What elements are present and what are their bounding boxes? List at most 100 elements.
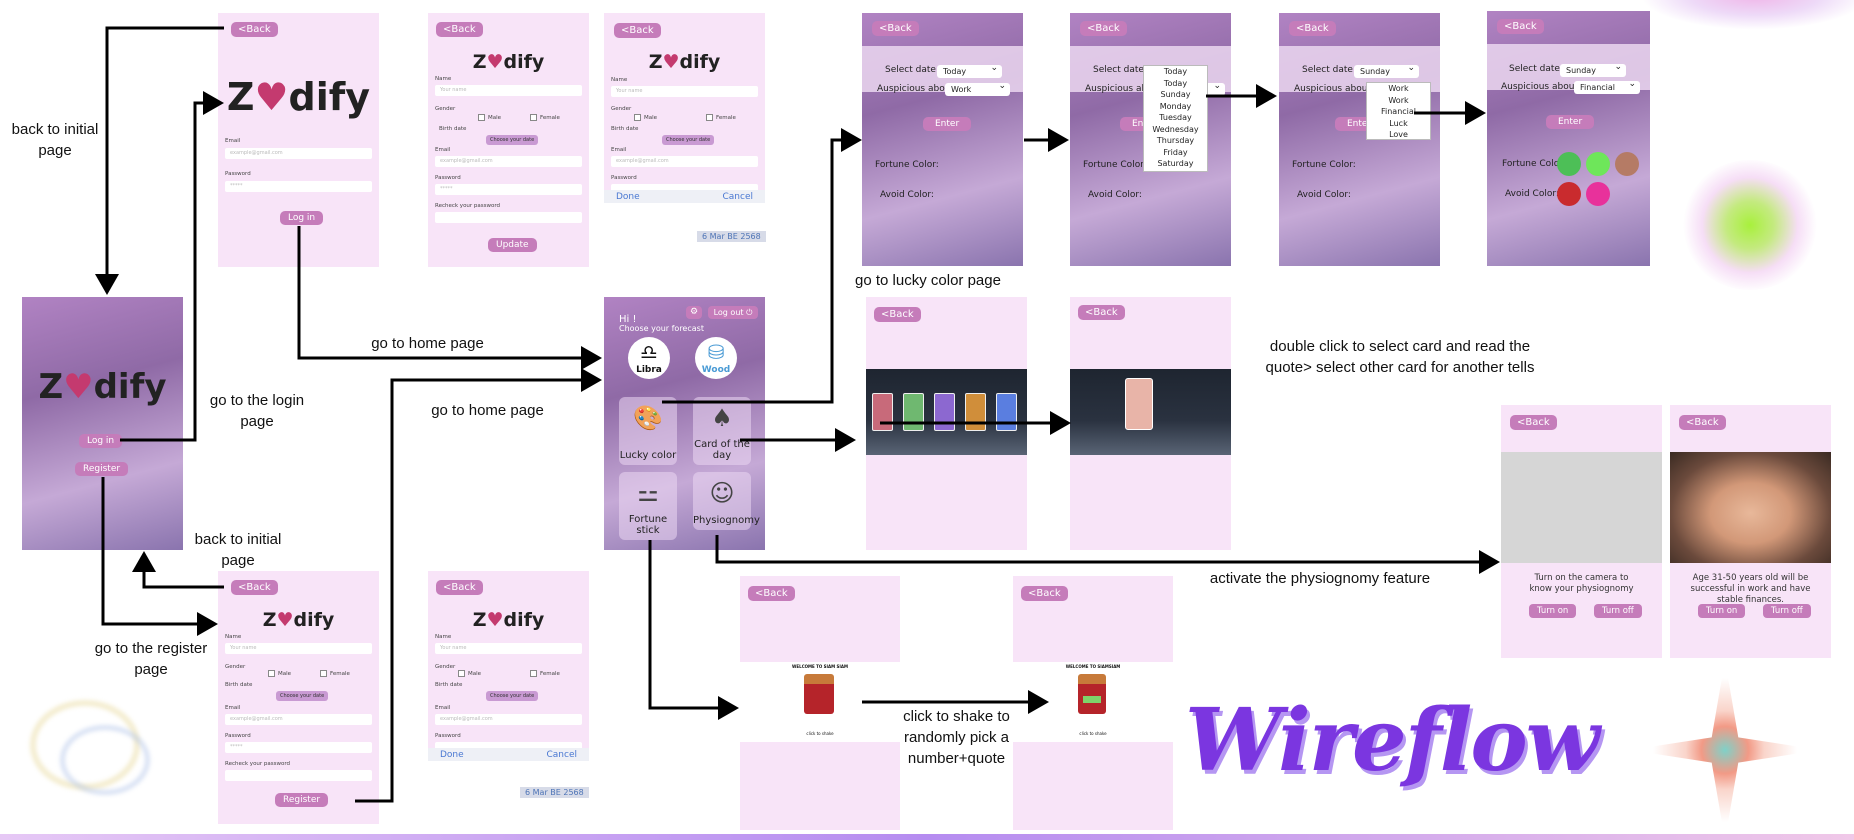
- dropdown-option[interactable]: Tuesday: [1159, 113, 1192, 122]
- enter-button[interactable]: Enter: [923, 117, 972, 131]
- topic-select[interactable]: Financial: [1574, 78, 1640, 94]
- update-button[interactable]: Update: [488, 238, 537, 252]
- select-date-label: Select date: [1302, 65, 1353, 75]
- male-checkbox[interactable]: Male: [478, 114, 501, 121]
- back-button[interactable]: <Back: [748, 586, 795, 601]
- day-dropdown[interactable]: Today Today Sunday Monday Tuesday Wednes…: [1143, 65, 1208, 172]
- name-field[interactable]: Your name: [435, 85, 582, 96]
- tarot-card[interactable]: [934, 393, 955, 431]
- turn-off-button[interactable]: Turn off: [1594, 604, 1642, 618]
- back-button[interactable]: <Back: [231, 22, 278, 37]
- topic-select[interactable]: Work: [945, 80, 1010, 96]
- fortune-stick-cup[interactable]: [1078, 674, 1106, 714]
- female-checkbox[interactable]: Female: [320, 670, 350, 677]
- login-button[interactable]: Log in: [79, 434, 123, 448]
- back-button[interactable]: <Back: [1679, 415, 1726, 430]
- dropdown-option[interactable]: Financial: [1380, 107, 1417, 116]
- zodiac-libra[interactable]: ♎Libra: [628, 337, 670, 379]
- tarot-card[interactable]: [996, 393, 1017, 431]
- back-button[interactable]: <Back: [1078, 305, 1125, 320]
- email-field[interactable]: example@gmail.com: [611, 156, 758, 167]
- choose-date-button[interactable]: Choose your date: [486, 691, 539, 701]
- done-button[interactable]: Done: [616, 192, 640, 202]
- back-button[interactable]: <Back: [1021, 586, 1068, 601]
- gear-icon[interactable]: ⚙: [686, 306, 702, 319]
- email-field[interactable]: example@gmail.com: [435, 714, 582, 725]
- turn-on-button[interactable]: Turn on: [1698, 604, 1746, 618]
- email-field[interactable]: example@gmail.com: [435, 156, 582, 167]
- enter-button[interactable]: Enter: [1546, 115, 1595, 129]
- tile-lucky-color[interactable]: 🎨Lucky color: [619, 397, 677, 465]
- register-button[interactable]: Register: [75, 462, 129, 476]
- back-button[interactable]: <Back: [1080, 21, 1127, 36]
- password-field[interactable]: *****: [225, 742, 372, 753]
- choose-date-button[interactable]: Choose your date: [486, 135, 539, 145]
- date-chip[interactable]: 6 Mar BE 2568: [697, 231, 766, 242]
- register-submit-button[interactable]: Register: [275, 793, 329, 807]
- turn-off-button[interactable]: Turn off: [1763, 604, 1811, 618]
- dropdown-option[interactable]: Work: [1388, 95, 1409, 105]
- fortune-number-badge: [1083, 696, 1101, 703]
- tile-fortune-stick[interactable]: ⚍Fortune stick: [619, 472, 677, 540]
- recheck-field[interactable]: [225, 770, 372, 781]
- female-checkbox[interactable]: Female: [530, 114, 560, 121]
- female-checkbox[interactable]: Female: [706, 114, 736, 121]
- name-field[interactable]: Your name: [435, 643, 582, 654]
- done-button[interactable]: Done: [440, 750, 464, 760]
- back-button[interactable]: <Back: [874, 307, 921, 322]
- revealed-card[interactable]: [1125, 378, 1153, 430]
- male-checkbox[interactable]: Male: [458, 670, 481, 677]
- home-greeting: Hi !: [619, 314, 637, 325]
- female-checkbox[interactable]: Female: [530, 670, 560, 677]
- password-field[interactable]: *****: [435, 184, 582, 195]
- male-checkbox[interactable]: Male: [634, 114, 657, 121]
- dropdown-option[interactable]: Monday: [1159, 101, 1192, 111]
- dropdown-option[interactable]: Friday: [1163, 147, 1188, 157]
- dropdown-option[interactable]: Work: [1388, 84, 1409, 93]
- dropdown-option[interactable]: Today: [1163, 78, 1188, 88]
- male-checkbox[interactable]: Male: [268, 670, 291, 677]
- dropdown-option[interactable]: Saturday: [1157, 159, 1194, 168]
- logout-button[interactable]: Log out ⏻: [708, 306, 758, 319]
- cancel-button[interactable]: Cancel: [546, 750, 578, 760]
- date-select[interactable]: Sunday: [1354, 62, 1419, 78]
- email-field[interactable]: example@gmail.com: [225, 148, 372, 159]
- name-field[interactable]: Your name: [225, 643, 372, 654]
- back-button[interactable]: <Back: [614, 23, 661, 38]
- tile-physiognomy[interactable]: ☺Physiognomy: [693, 472, 760, 530]
- dropdown-option[interactable]: Thursday: [1156, 136, 1195, 145]
- topic-dropdown[interactable]: Work Work Financial Luck Love: [1366, 82, 1431, 140]
- back-button[interactable]: <Back: [1497, 19, 1544, 34]
- tarot-card[interactable]: [903, 393, 924, 431]
- recheck-field[interactable]: [435, 212, 582, 223]
- back-button[interactable]: <Back: [1289, 21, 1336, 36]
- home-screen: Hi ! Choose your forecast ⚙ Log out ⏻ ♎L…: [604, 297, 765, 550]
- fortune-stick-cup[interactable]: [804, 674, 834, 714]
- tarot-card[interactable]: [872, 393, 893, 431]
- back-button[interactable]: <Back: [872, 21, 919, 36]
- back-button[interactable]: <Back: [436, 580, 483, 595]
- cancel-button[interactable]: Cancel: [722, 192, 754, 202]
- tarot-card[interactable]: [965, 393, 986, 431]
- email-field[interactable]: example@gmail.com: [225, 714, 372, 725]
- login-submit-button[interactable]: Log in: [280, 211, 324, 225]
- back-button[interactable]: <Back: [436, 22, 483, 37]
- email-label: Email: [435, 705, 451, 711]
- element-wood[interactable]: ⛁Wood: [695, 337, 737, 379]
- dropdown-option[interactable]: Love: [1389, 130, 1408, 139]
- dropdown-option[interactable]: Today: [1163, 67, 1188, 76]
- back-button[interactable]: <Back: [231, 580, 278, 595]
- back-button[interactable]: <Back: [1510, 415, 1557, 430]
- date-select[interactable]: Today: [937, 62, 1002, 78]
- choose-date-button[interactable]: Choose your date: [662, 135, 715, 145]
- turn-on-button[interactable]: Turn on: [1529, 604, 1577, 618]
- dropdown-option[interactable]: Wednesday: [1152, 124, 1199, 134]
- tile-card-of-the-day[interactable]: ♠Card of the day: [693, 397, 751, 465]
- dropdown-option[interactable]: Sunday: [1160, 90, 1191, 99]
- date-select[interactable]: Sunday: [1560, 61, 1626, 77]
- choose-date-button[interactable]: Choose your date: [276, 691, 329, 701]
- name-field[interactable]: Your name: [611, 86, 758, 97]
- dropdown-option[interactable]: Luck: [1389, 118, 1408, 128]
- password-field[interactable]: *****: [225, 181, 372, 192]
- date-chip[interactable]: 6 Mar BE 2568: [520, 787, 589, 798]
